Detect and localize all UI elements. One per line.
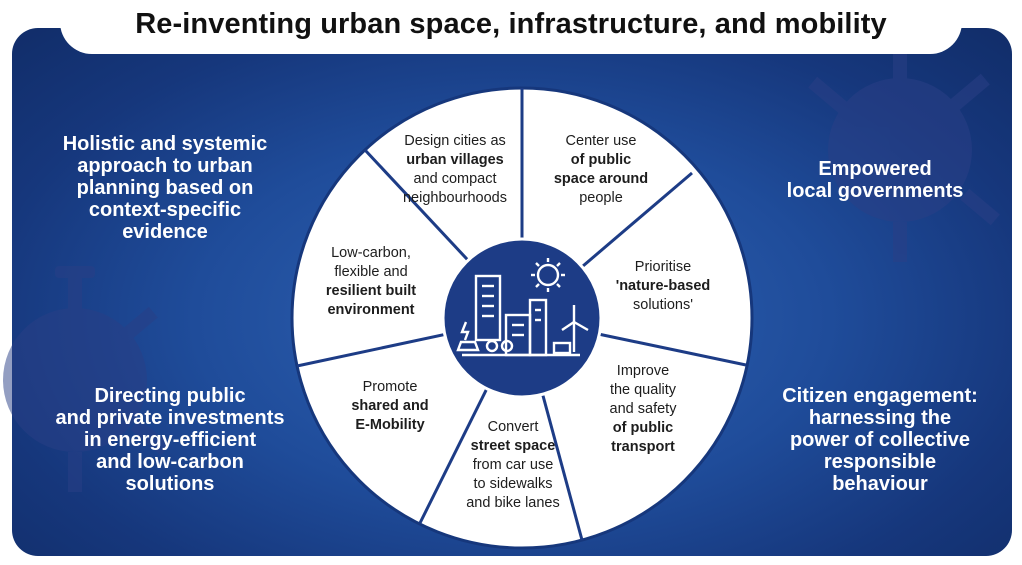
text-line: Holistic and systemic bbox=[62, 133, 268, 155]
text-line: harnessing the bbox=[808, 407, 952, 429]
segment-line: Low-carbon, bbox=[331, 245, 411, 261]
text-line: local governments bbox=[786, 180, 964, 202]
text-bottom-right: Citizen engagement: harnessing the power… bbox=[745, 385, 1015, 495]
text-line: approach to urban bbox=[77, 155, 253, 177]
text-line: power of collective bbox=[789, 429, 971, 451]
text-line: evidence bbox=[122, 221, 208, 243]
segment-line: neighbourhoods bbox=[402, 190, 507, 206]
text-top-left: Holistic and systemic approach to urban … bbox=[20, 133, 310, 243]
segment-line: and compact bbox=[413, 171, 497, 187]
segment-line: Prioritise bbox=[634, 259, 692, 275]
segment-line: the quality bbox=[609, 382, 677, 398]
text-line: behaviour bbox=[832, 473, 928, 495]
segment-line: of public bbox=[570, 152, 632, 168]
segment-line: solutions' bbox=[633, 297, 693, 313]
segment-public-space: Center use of public space around people bbox=[536, 132, 666, 208]
segment-e-mobility: Promote shared and E-Mobility bbox=[325, 378, 455, 435]
text-line: solutions bbox=[125, 473, 215, 495]
segment-nature-based: Prioritise 'nature-based solutions' bbox=[598, 258, 728, 315]
text-line: responsible bbox=[823, 451, 937, 473]
hub-circle bbox=[441, 237, 603, 399]
wind-turbine-icon bbox=[552, 305, 589, 355]
segment-line: transport bbox=[611, 439, 675, 455]
page-title: Re-inventing urban space, infrastructure… bbox=[135, 8, 887, 40]
text-top-right: Empowered local governments bbox=[745, 158, 1005, 202]
sun-icon bbox=[531, 258, 565, 292]
segment-line: of public bbox=[612, 420, 674, 436]
text-line: and private investments bbox=[55, 407, 285, 429]
segment-line: street space bbox=[470, 438, 556, 454]
segment-line: space around bbox=[553, 171, 649, 187]
segment-public-transport: Improve the quality and safety of public… bbox=[578, 362, 708, 457]
segment-line: 'nature-based bbox=[615, 278, 711, 294]
segment-low-carbon: Low-carbon, flexible and resilient built… bbox=[306, 244, 436, 320]
segment-line: resilient built bbox=[325, 283, 417, 299]
city-skyline-icon bbox=[462, 274, 580, 357]
segment-line: Design cities as bbox=[404, 133, 506, 149]
segment-line: environment bbox=[327, 302, 415, 318]
segment-line: Center use bbox=[565, 133, 637, 149]
segment-line: and bike lanes bbox=[466, 495, 560, 511]
segment-line: urban villages bbox=[406, 152, 504, 168]
text-bottom-left: Directing public and private investments… bbox=[20, 385, 320, 495]
text-line: context-specific bbox=[88, 199, 242, 221]
text-line: Empowered bbox=[818, 158, 932, 180]
segment-line: shared and bbox=[351, 398, 429, 414]
text-line: and low-carbon bbox=[96, 451, 244, 473]
segment-line: Convert bbox=[487, 419, 539, 435]
segment-design-cities: Design cities as urban villages and comp… bbox=[390, 132, 520, 208]
title-bar bbox=[60, 2, 962, 54]
text-line: planning based on bbox=[76, 177, 254, 199]
segment-line: Promote bbox=[362, 379, 418, 395]
segment-line: Improve bbox=[616, 363, 670, 379]
segment-line: from car use bbox=[472, 457, 554, 473]
segment-line: E-Mobility bbox=[355, 417, 425, 433]
text-line: in energy-efficient bbox=[83, 429, 257, 451]
segment-line: to sidewalks bbox=[473, 476, 553, 492]
segment-line: flexible and bbox=[334, 264, 408, 280]
electric-car-icon bbox=[456, 321, 480, 352]
segment-line: people bbox=[579, 190, 623, 206]
segment-line: and safety bbox=[609, 401, 677, 417]
text-line: Citizen engagement: bbox=[782, 385, 978, 407]
segment-street-space: Convert street space from car use to sid… bbox=[448, 418, 578, 513]
text-line: Directing public bbox=[94, 385, 246, 407]
